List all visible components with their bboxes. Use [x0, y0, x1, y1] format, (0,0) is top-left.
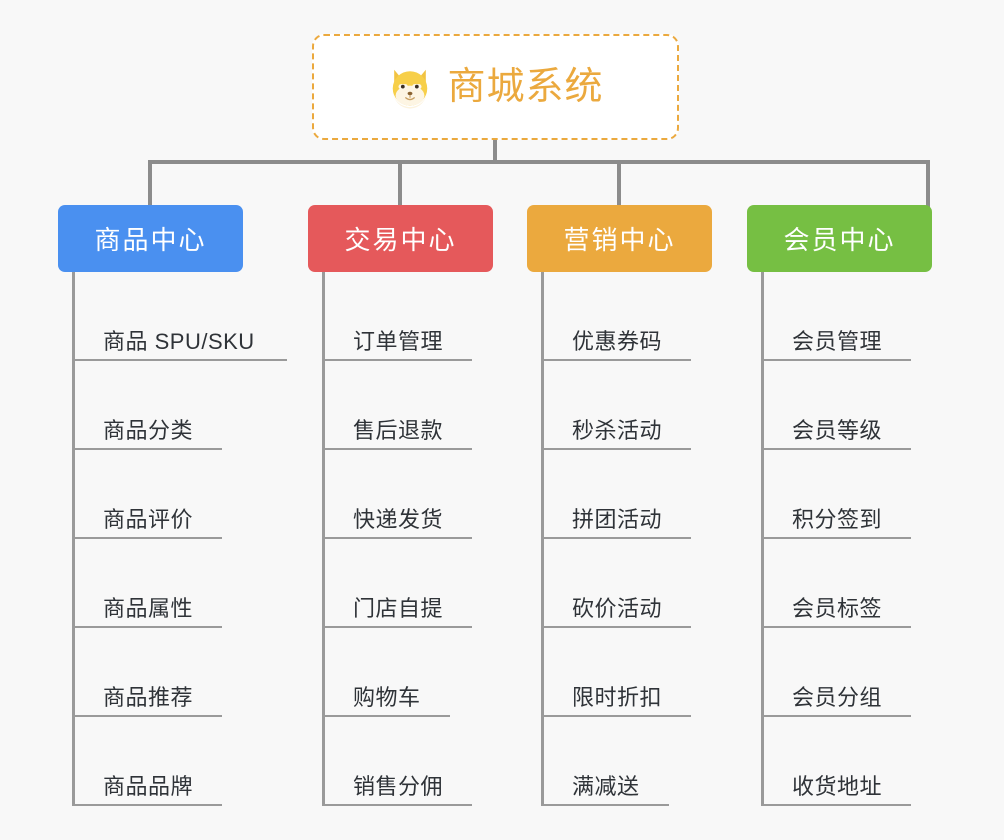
leaf-label: 收货地址	[792, 773, 883, 799]
leaf-label: 限时折扣	[572, 684, 663, 710]
leaf-label: 销售分佣	[353, 773, 444, 799]
leaf-underline	[541, 537, 691, 539]
leaf-label: 商品品牌	[103, 773, 194, 799]
leaf-item[interactable]: 商品属性	[72, 539, 255, 628]
leaf-underline	[761, 804, 911, 806]
leaf-item[interactable]: 积分签到	[761, 450, 911, 539]
branch-header-3-label: 营销中心	[563, 225, 676, 255]
connector-drop-2	[398, 160, 402, 208]
connector-drop-1	[148, 160, 152, 208]
leaf-item[interactable]: 购物车	[322, 628, 450, 717]
leaf-underline	[761, 626, 911, 628]
leaf-item[interactable]: 商品评价	[72, 450, 255, 539]
leaf-list-3: 优惠券码 秒杀活动 拼团活动 砍价活动 限时折扣 满减送	[541, 272, 691, 806]
leaf-underline	[541, 448, 691, 450]
leaf-underline	[72, 537, 222, 539]
leaf-label: 会员等级	[792, 417, 883, 443]
leaf-label: 会员标签	[792, 595, 883, 621]
leaf-underline	[72, 804, 222, 806]
leaf-item[interactable]: 秒杀活动	[541, 361, 691, 450]
branch-header-4-label: 会员中心	[783, 225, 896, 255]
leaf-label: 会员分组	[792, 684, 883, 710]
leaf-underline	[72, 448, 222, 450]
connector-drop-4	[926, 160, 930, 208]
leaf-list-2: 订单管理 售后退款 快递发货 门店自提 购物车 销售分佣	[322, 272, 472, 806]
connector-horizontal-bar	[148, 160, 930, 164]
leaf-underline	[541, 715, 691, 717]
branch-header-2-label: 交易中心	[344, 225, 457, 255]
leaf-item[interactable]: 限时折扣	[541, 628, 691, 717]
leaf-list-4: 会员管理 会员等级 积分签到 会员标签 会员分组 收货地址	[761, 272, 911, 806]
branch-spine-2	[322, 272, 325, 806]
leaf-label: 购物车	[353, 684, 421, 710]
branch-spine-1	[72, 272, 75, 806]
leaf-underline	[761, 715, 911, 717]
leaf-item[interactable]: 订单管理	[322, 272, 472, 361]
leaf-underline	[72, 715, 222, 717]
leaf-underline	[761, 537, 911, 539]
leaf-underline	[322, 626, 472, 628]
leaf-underline	[322, 359, 472, 361]
leaf-item[interactable]: 商品品牌	[72, 717, 255, 806]
leaf-label: 商品分类	[103, 417, 194, 443]
root-node[interactable]: 商城系统	[312, 34, 679, 140]
leaf-item[interactable]: 会员分组	[761, 628, 911, 717]
branch-spine-3	[541, 272, 544, 806]
leaf-underline	[761, 359, 911, 361]
root-title: 商城系统	[447, 66, 604, 108]
connector-drop-3	[617, 160, 621, 208]
leaf-item[interactable]: 售后退款	[322, 361, 472, 450]
leaf-underline	[541, 626, 691, 628]
leaf-label: 拼团活动	[572, 506, 663, 532]
leaf-underline	[72, 626, 222, 628]
leaf-underline	[322, 715, 450, 717]
connector-root-stem	[493, 140, 497, 164]
leaf-item[interactable]: 商品分类	[72, 361, 255, 450]
leaf-label: 售后退款	[353, 417, 444, 443]
leaf-list-1: 商品 SPU/SKU 商品分类 商品评价 商品属性 商品推荐 商品品牌	[72, 272, 287, 806]
leaf-item[interactable]: 会员标签	[761, 539, 911, 628]
leaf-item[interactable]: 会员管理	[761, 272, 911, 361]
leaf-underline	[541, 359, 691, 361]
leaf-label: 积分签到	[792, 506, 883, 532]
leaf-underline	[541, 804, 669, 806]
leaf-item[interactable]: 收货地址	[761, 717, 911, 806]
branch-header-3[interactable]: 营销中心	[527, 205, 712, 272]
leaf-label: 快递发货	[353, 506, 444, 532]
branch-header-1[interactable]: 商品中心	[58, 205, 243, 272]
leaf-label: 商品评价	[103, 506, 194, 532]
leaf-underline	[322, 804, 472, 806]
branch-header-4[interactable]: 会员中心	[747, 205, 932, 272]
leaf-item[interactable]: 拼团活动	[541, 450, 691, 539]
leaf-label: 商品推荐	[103, 684, 194, 710]
leaf-label: 订单管理	[353, 328, 444, 354]
branch-header-2[interactable]: 交易中心	[308, 205, 493, 272]
leaf-item[interactable]: 会员等级	[761, 361, 911, 450]
leaf-label: 商品 SPU/SKU	[103, 328, 255, 354]
leaf-underline	[72, 359, 287, 361]
leaf-item[interactable]: 商品推荐	[72, 628, 255, 717]
leaf-label: 砍价活动	[572, 595, 663, 621]
leaf-item[interactable]: 销售分佣	[322, 717, 472, 806]
leaf-item[interactable]: 商品 SPU/SKU	[72, 272, 287, 361]
leaf-label: 优惠券码	[572, 328, 663, 354]
leaf-item[interactable]: 门店自提	[322, 539, 472, 628]
leaf-underline	[322, 448, 472, 450]
leaf-item[interactable]: 快递发货	[322, 450, 472, 539]
leaf-label: 会员管理	[792, 328, 883, 354]
branch-spine-4	[761, 272, 764, 806]
leaf-item[interactable]: 优惠券码	[541, 272, 691, 361]
leaf-label: 商品属性	[103, 595, 194, 621]
leaf-item[interactable]: 满减送	[541, 717, 669, 806]
shiba-dog-face-icon	[393, 69, 428, 109]
branch-header-1-label: 商品中心	[94, 225, 207, 255]
leaf-label: 满减送	[572, 773, 640, 799]
leaf-underline	[322, 537, 472, 539]
leaf-underline	[761, 448, 911, 450]
leaf-label: 门店自提	[353, 595, 444, 621]
leaf-item[interactable]: 砍价活动	[541, 539, 691, 628]
leaf-label: 秒杀活动	[572, 417, 663, 443]
